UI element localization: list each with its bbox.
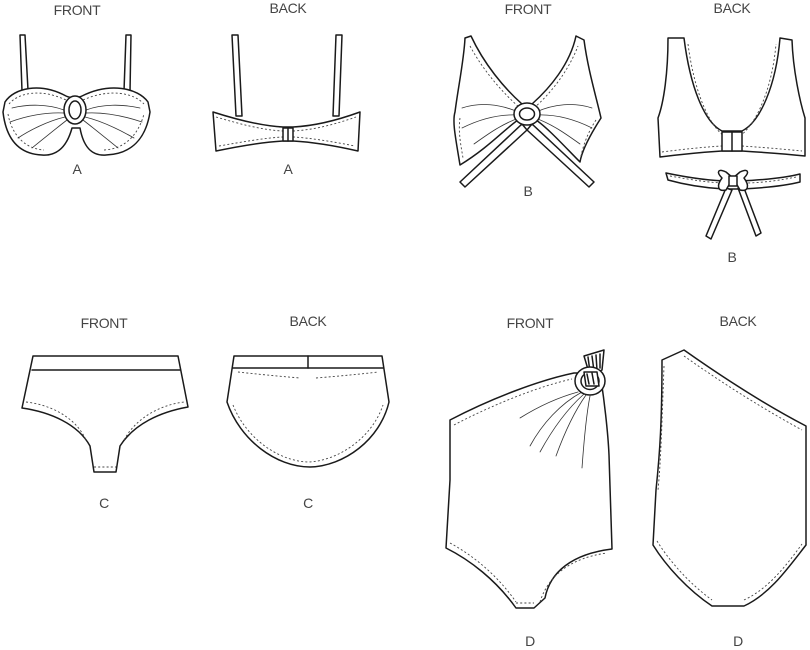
view-b-front-bodice [453,35,602,166]
view-b-front-tie-right [526,123,595,188]
view-a-back-style-letter: A [283,161,293,177]
view-b-front: FRONT B [453,1,602,199]
view-a-front-heading: FRONT [54,2,101,18]
view-a-front: FRONT A [2,2,151,177]
view-a-back-strap-right [332,34,343,117]
view-d-front-heading: FRONT [507,315,554,331]
view-a-back: BACK A [212,0,361,177]
view-b-back-style-letter: B [727,249,736,265]
view-d-back-suit [652,349,807,607]
view-c-front: FRONT C [21,315,189,511]
view-d-back: BACK D [652,313,807,649]
view-a-back-strap-left [231,34,243,117]
view-b-back: BACK B [657,0,806,265]
view-b-front-heading: FRONT [505,1,552,17]
view-d-back-heading: BACK [720,313,758,329]
view-d-front: FRONT D [445,315,613,649]
view-a-back-heading: BACK [270,0,308,16]
view-b-back-heading: BACK [714,0,752,16]
view-a-front-style-letter: A [72,161,82,177]
view-d-back-style-letter: D [733,633,743,649]
view-b-front-tie-left [459,123,528,188]
view-b-front-style-letter: B [523,183,532,199]
view-d-front-style-letter: D [525,633,535,649]
view-c-back-heading: BACK [290,313,328,329]
view-a-front-ring [63,95,87,125]
view-c-front-heading: FRONT [81,315,128,331]
view-c-front-style-letter: C [99,495,109,511]
view-a-front-strap-right [123,34,132,93]
view-b-back-tie-end-right [737,187,762,237]
view-c-back-brief [226,355,390,468]
view-d-front-suit [445,372,613,609]
view-c-back-style-letter: C [303,495,313,511]
view-b-back-bodice [657,37,806,158]
view-b-back-tie-end-left [705,187,733,240]
view-c-back: BACK C [226,313,390,511]
view-c-front-brief [21,355,189,473]
view-a-front-strap-left [19,34,29,92]
view-b-front-ring [513,102,541,126]
